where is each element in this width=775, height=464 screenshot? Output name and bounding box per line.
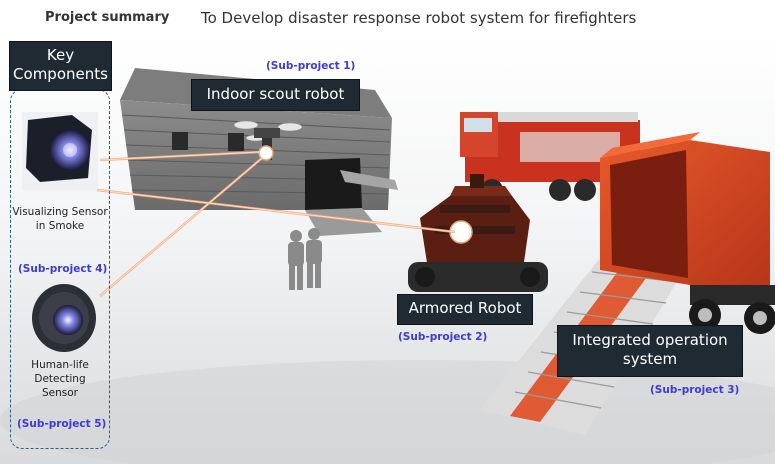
subproject-1-tag: (Sub-project 1) [266, 60, 356, 72]
visualizing-sensor-label: Visualizing Sensor in Smoke [12, 206, 108, 233]
subproject-4-tag: (Sub-project 4) [18, 263, 108, 275]
subproject-3-tag: (Sub-project 3) [650, 384, 740, 396]
operation-truck [600, 132, 775, 334]
life-detecting-sensor-icon [32, 284, 96, 352]
armored-robot-label: Armored Robot [397, 294, 533, 325]
project-summary-label: Project summary [45, 10, 170, 25]
key-components-title: Key Components [9, 41, 112, 91]
integrated-operation-system-label: Integrated operation system [557, 325, 743, 377]
armored-robot [408, 174, 548, 292]
smoke-vision-camera-icon [22, 112, 98, 190]
life-detecting-sensor-label: Human-life Detecting Sensor [31, 359, 89, 400]
subproject-2-tag: (Sub-project 2) [398, 331, 488, 343]
project-title: To Develop disaster response robot syste… [201, 9, 637, 27]
firefighters [288, 228, 322, 290]
scout-drone [233, 120, 303, 161]
subproject-5-tag: (Sub-project 5) [17, 418, 107, 430]
indoor-scout-robot-label: Indoor scout robot [191, 79, 360, 111]
connector-lines-inner [96, 151, 456, 297]
